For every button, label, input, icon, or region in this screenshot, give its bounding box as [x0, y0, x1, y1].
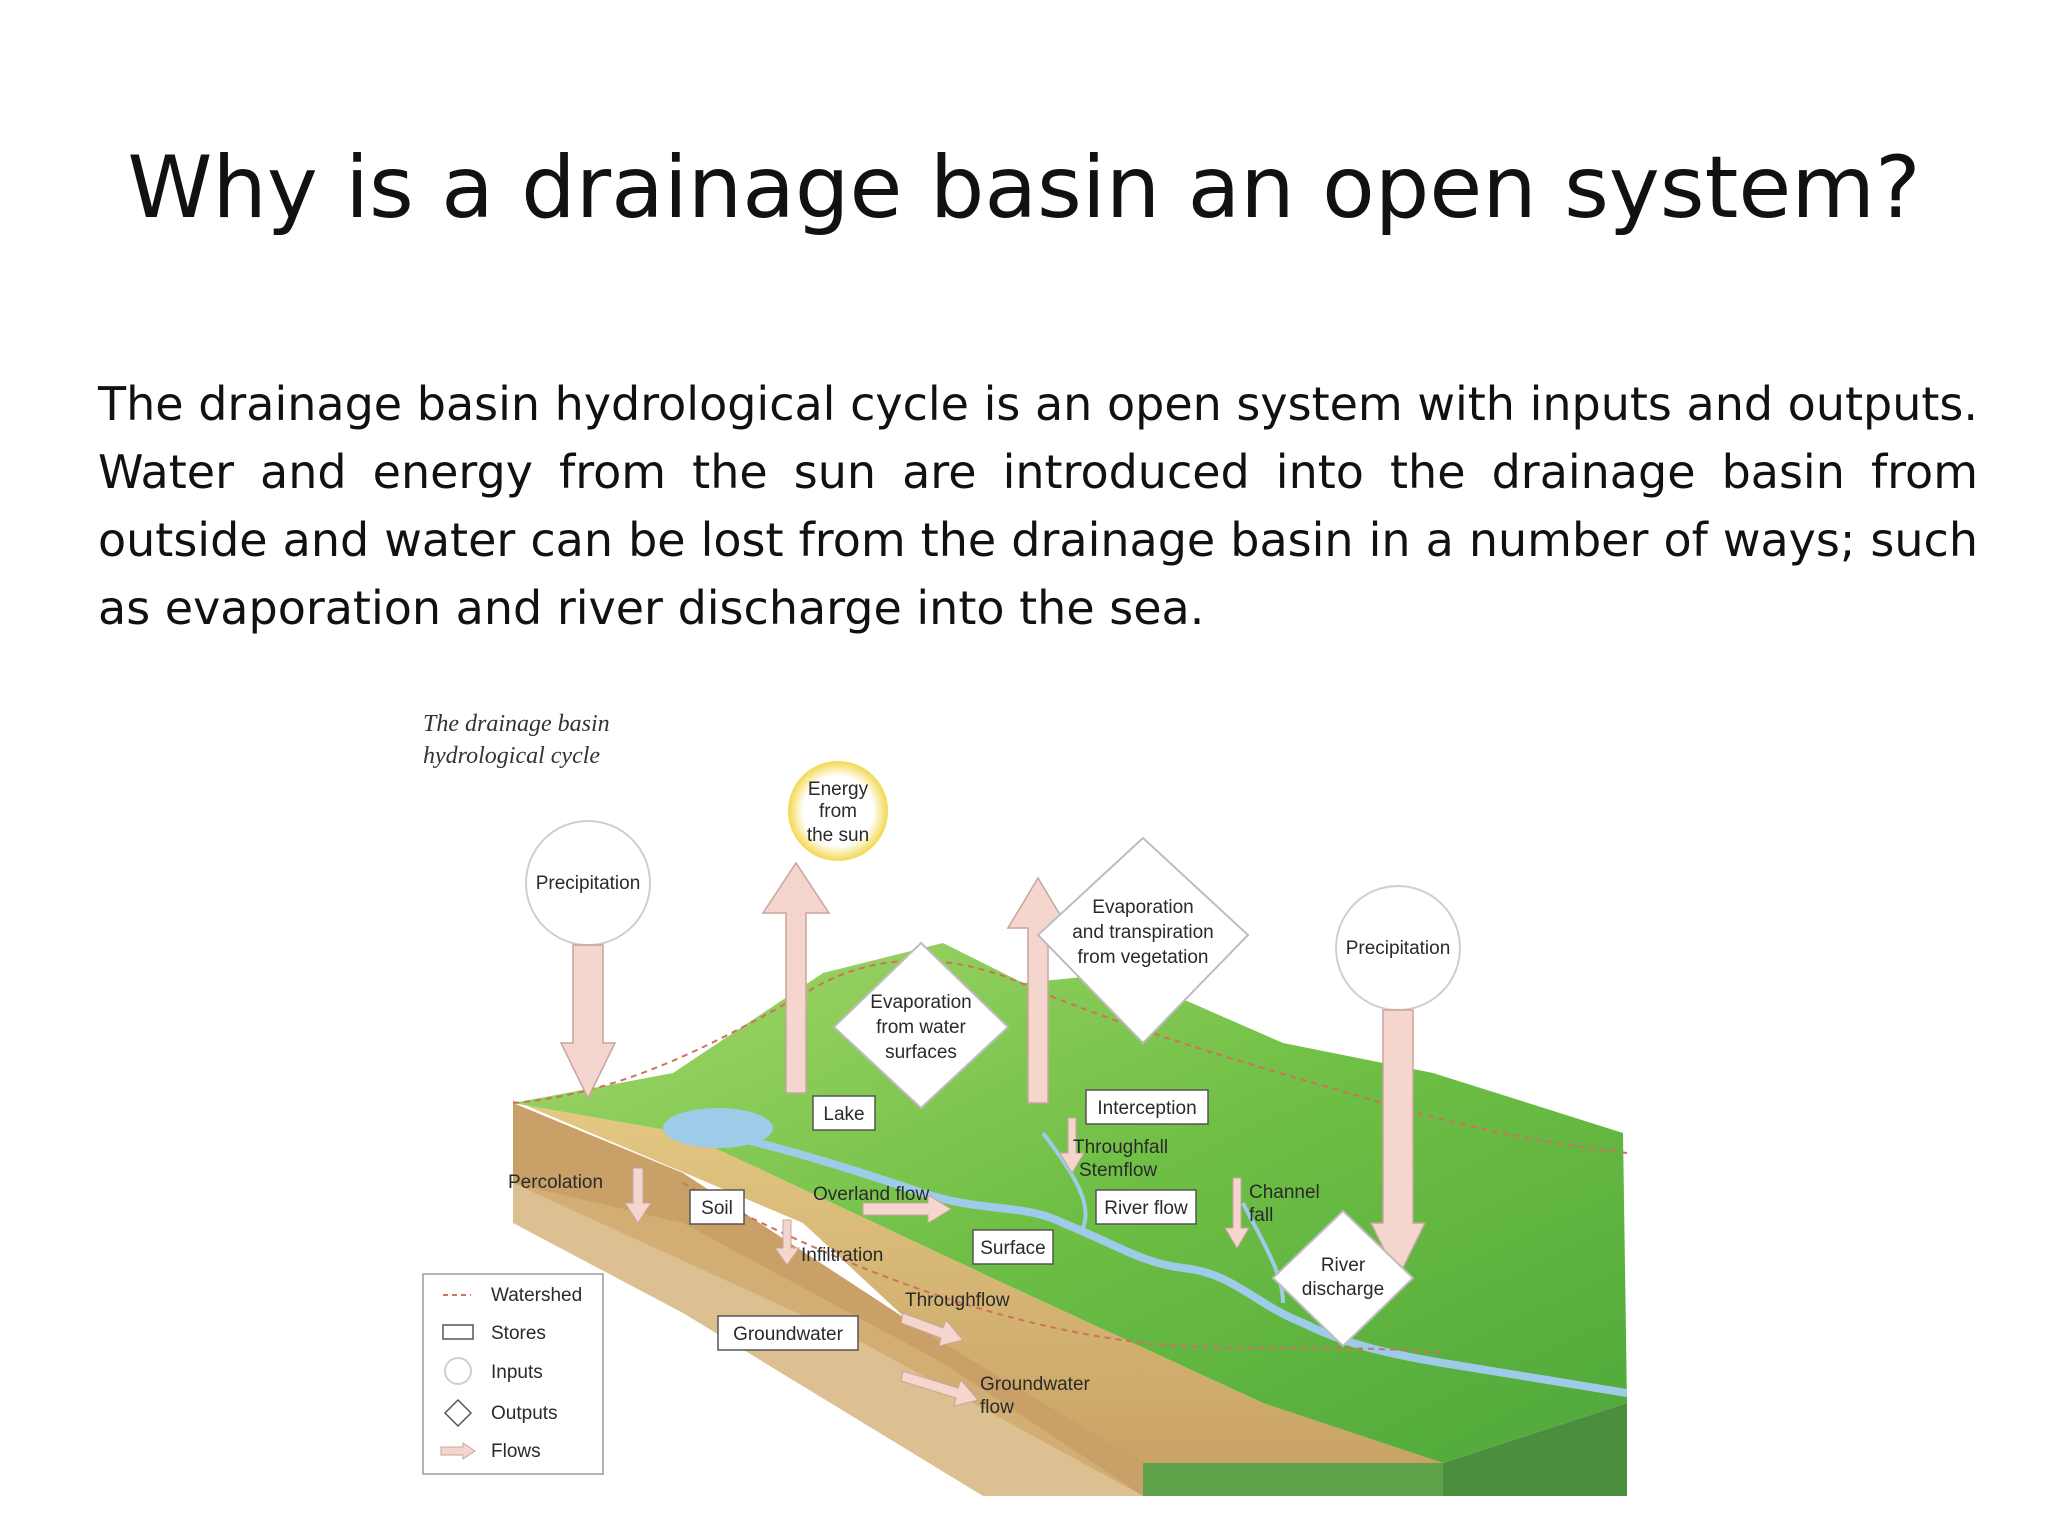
label-groundwater-flow-2: flow	[980, 1397, 1014, 1418]
diagram-legend: Watershed Stores Inputs Outputs Flows	[423, 1274, 603, 1474]
svg-text:the sun: the sun	[807, 825, 869, 846]
legend-stores: Stores	[491, 1323, 546, 1344]
label-throughflow: Throughflow	[905, 1290, 1010, 1311]
precipitation-input-left: Precipitation	[526, 821, 650, 945]
label-groundwater-flow-1: Groundwater	[980, 1374, 1091, 1395]
store-legend-icon	[443, 1325, 473, 1339]
svg-text:from: from	[819, 801, 857, 822]
store-interception: Interception	[1086, 1090, 1208, 1124]
label-throughfall: Throughfall	[1073, 1137, 1168, 1158]
svg-text:Energy: Energy	[808, 779, 869, 800]
legend-flows: Flows	[491, 1441, 541, 1462]
slide-body-text: The drainage basin hydrological cycle is…	[98, 370, 1978, 642]
svg-text:from vegetation: from vegetation	[1078, 947, 1209, 968]
label-infiltration: Infiltration	[801, 1245, 883, 1266]
precipitation-input-right: Precipitation	[1336, 886, 1460, 1010]
terrain-block	[513, 943, 1627, 1496]
legend-outputs: Outputs	[491, 1403, 558, 1424]
svg-text:Soil: Soil	[701, 1198, 733, 1219]
diagram-caption-line1: The drainage basin	[423, 711, 610, 737]
svg-text:Precipitation: Precipitation	[536, 873, 641, 894]
store-soil: Soil	[690, 1190, 744, 1224]
input-legend-icon	[445, 1358, 471, 1384]
diagram-caption-line2: hydrological cycle	[423, 743, 600, 769]
svg-text:Evaporation: Evaporation	[870, 992, 971, 1013]
precipitation-arrow-left	[561, 945, 615, 1098]
label-stemflow: Stemflow	[1079, 1160, 1157, 1181]
svg-text:Lake: Lake	[823, 1104, 864, 1125]
label-percolation: Percolation	[508, 1172, 603, 1193]
svg-text:Surface: Surface	[980, 1238, 1045, 1259]
drainage-basin-diagram: The drainage basin hydrological cycle En…	[383, 703, 1627, 1496]
svg-text:and transpiration: and transpiration	[1072, 922, 1214, 943]
store-lake: Lake	[813, 1096, 875, 1130]
svg-text:River flow: River flow	[1104, 1198, 1188, 1219]
svg-text:discharge: discharge	[1302, 1279, 1384, 1300]
svg-text:Evaporation: Evaporation	[1092, 897, 1193, 918]
legend-inputs: Inputs	[491, 1362, 543, 1383]
store-groundwater: Groundwater	[718, 1316, 858, 1350]
svg-text:surfaces: surfaces	[885, 1042, 957, 1063]
svg-text:River: River	[1321, 1255, 1366, 1276]
svg-text:Interception: Interception	[1097, 1098, 1196, 1119]
label-channel: Channel	[1249, 1182, 1320, 1203]
svg-text:from water: from water	[876, 1017, 966, 1038]
svg-text:Groundwater: Groundwater	[733, 1324, 844, 1345]
svg-text:Precipitation: Precipitation	[1346, 938, 1451, 959]
slide-title: Why is a drainage basin an open system?	[0, 138, 2048, 238]
legend-watershed: Watershed	[491, 1285, 582, 1306]
store-surface: Surface	[973, 1230, 1053, 1264]
label-overland-flow: Overland flow	[813, 1184, 929, 1205]
energy-from-sun-input: Energy from the sun	[788, 761, 888, 861]
store-river-flow: River flow	[1096, 1190, 1196, 1224]
label-fall: fall	[1249, 1205, 1273, 1226]
